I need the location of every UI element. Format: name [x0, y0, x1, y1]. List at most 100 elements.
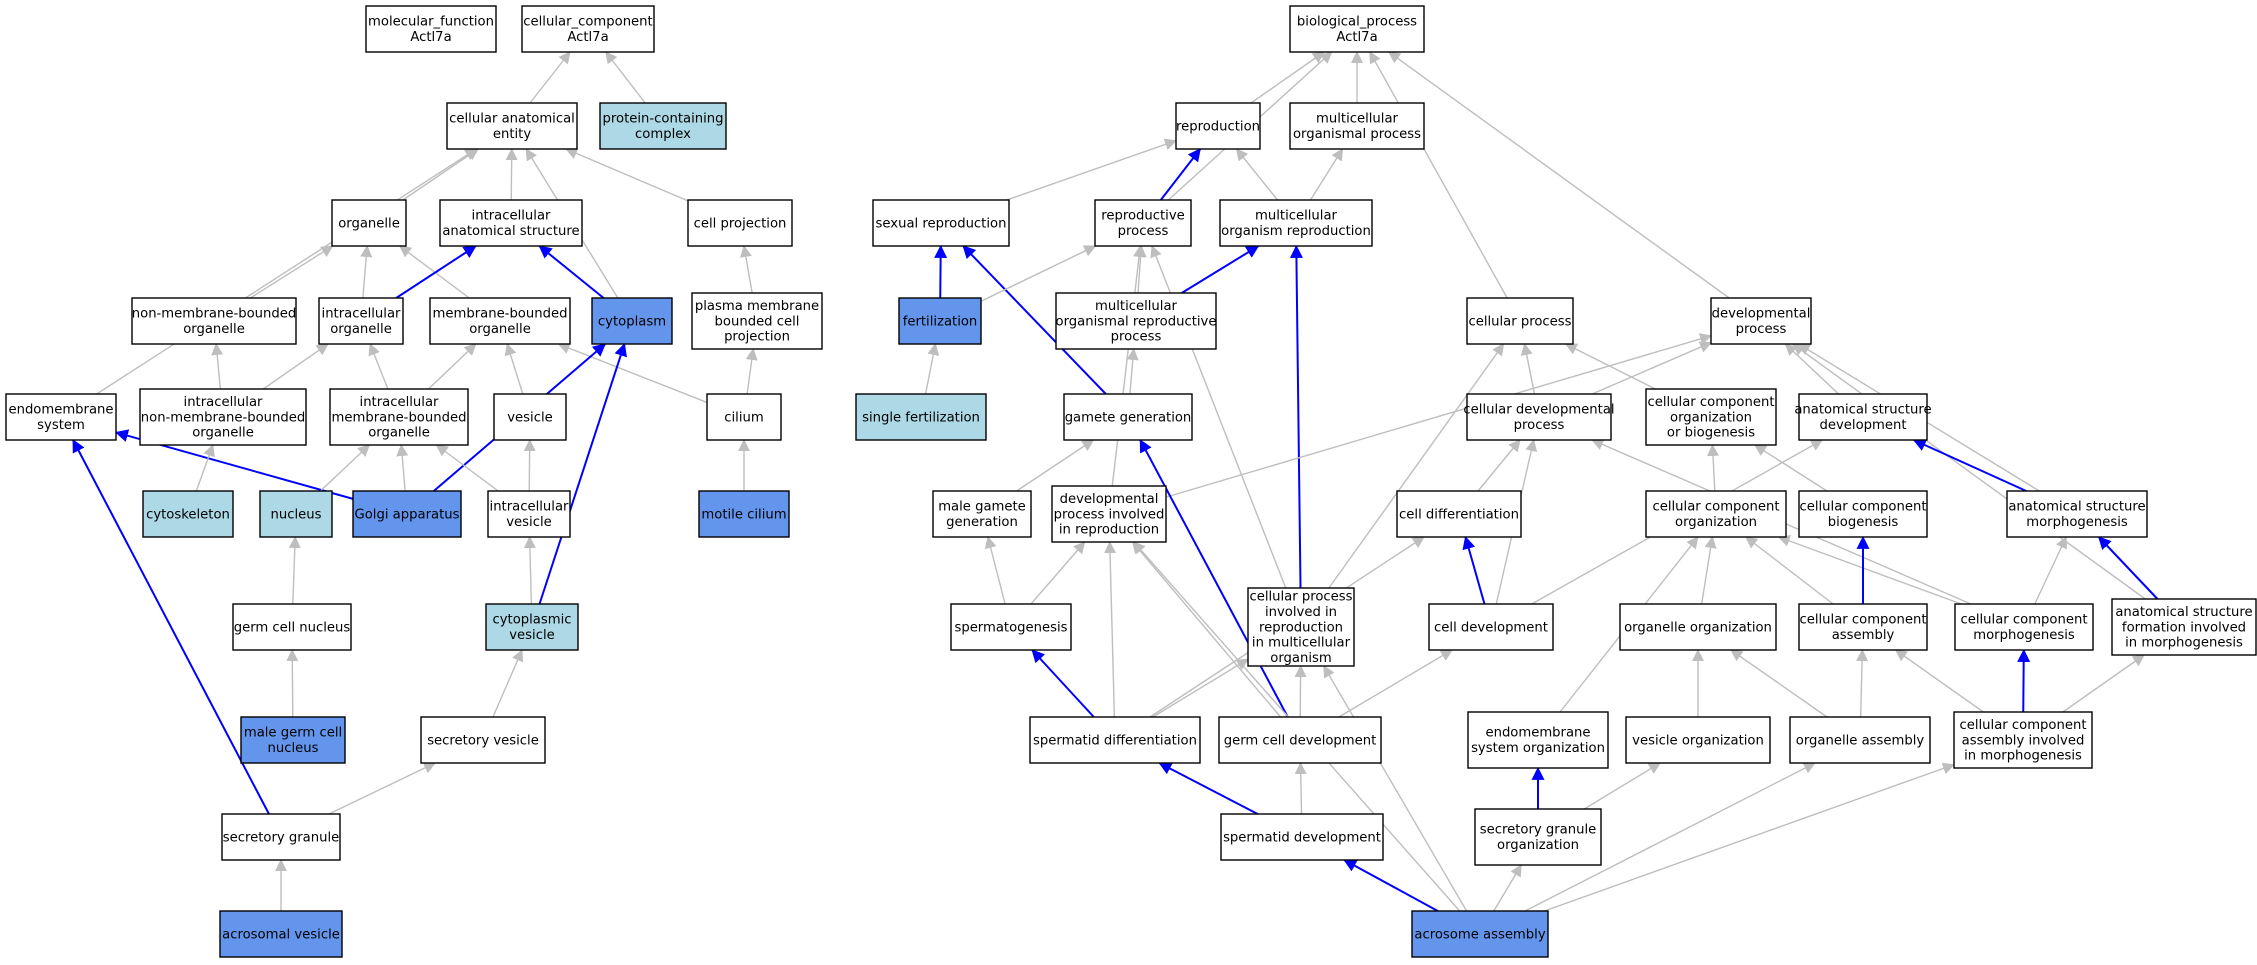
- node-box: [1055, 292, 1217, 350]
- node-orgassem[interactable]: organelle assembly: [1789, 716, 1931, 764]
- node-label-line: membrane-bounded: [332, 410, 467, 425]
- node-gamgen[interactable]: gamete generation: [1063, 393, 1193, 441]
- node-box: [706, 393, 782, 441]
- node-acrves[interactable]: acrosomal vesicle: [219, 910, 343, 958]
- node-golgi[interactable]: Golgi apparatus: [352, 490, 462, 538]
- node-cellproj[interactable]: cell projection: [687, 199, 793, 247]
- node-spdiff[interactable]: spermatid differentiation: [1029, 716, 1201, 764]
- node-inmbo[interactable]: intracellularnon-membrane-boundedorganel…: [139, 388, 307, 446]
- node-label-line: in morphogenesis: [2125, 636, 2243, 651]
- node-celldiff[interactable]: cell differentiation: [1396, 490, 1522, 538]
- node-fert[interactable]: fertilization: [898, 297, 982, 345]
- node-vesicle[interactable]: vesicle: [493, 393, 567, 441]
- node-box: [1175, 102, 1261, 150]
- node-label-line: assembly involved: [1962, 733, 2085, 748]
- edge-fert-to-repproc: [980, 245, 1097, 302]
- node-vesorg[interactable]: vesicle organization: [1625, 716, 1771, 764]
- edge-orgassem-to-orgorg: [1730, 649, 1828, 718]
- node-box: [1474, 808, 1602, 866]
- node-celldev[interactable]: cell development: [1428, 603, 1554, 651]
- node-label-line: cytoplasm: [598, 314, 666, 329]
- edge-acrassem-to-cpir: [1323, 665, 1468, 912]
- node-gcdev[interactable]: germ cell development: [1218, 716, 1382, 764]
- node-cytoskeleton[interactable]: cytoskeleton: [142, 490, 234, 538]
- node-label-line: developmental: [1060, 492, 1159, 507]
- node-spermgen[interactable]: spermatogenesis: [950, 603, 1072, 651]
- node-cytoplasm[interactable]: cytoplasm: [591, 297, 673, 345]
- edge-orgorg-to-ccorg: [1700, 536, 1717, 605]
- node-nucleus[interactable]: nucleus: [259, 490, 333, 538]
- node-orgorg[interactable]: organelle organization: [1619, 603, 1777, 651]
- node-label-line: cellular process: [1468, 314, 1571, 329]
- node-label-line: entity: [493, 127, 531, 142]
- edge-nucleus-to-imbo: [319, 444, 370, 492]
- node-cellproc[interactable]: cellular process: [1466, 297, 1574, 345]
- node-label-line: organismal process: [1293, 127, 1421, 142]
- edge-spermgen-to-dpir: [1030, 541, 1086, 605]
- node-label-line: cytoplasmic: [492, 613, 571, 628]
- node-label-line: reproductive: [1101, 209, 1185, 224]
- node-label-line: single fertilization: [862, 410, 980, 425]
- node-secves[interactable]: secretory vesicle: [420, 716, 546, 764]
- edge-ccmorph-to-ccorg: [1777, 535, 1962, 605]
- node-box: [329, 388, 469, 446]
- node-motcil[interactable]: motile cilium: [698, 490, 790, 538]
- node-organelle[interactable]: organelle: [331, 199, 407, 247]
- node-label-line: cellular component: [1959, 718, 2086, 733]
- node-box: [1289, 102, 1425, 150]
- node-box: [1289, 5, 1425, 53]
- node-repro[interactable]: reproduction: [1175, 102, 1261, 150]
- node-label-line: nucleus: [271, 507, 322, 522]
- node-label-line: formation involved: [2122, 620, 2246, 635]
- node-spdev[interactable]: spermatid development: [1220, 813, 1384, 861]
- node-box: [221, 813, 341, 861]
- node-secgran[interactable]: secretory granule: [221, 813, 341, 861]
- node-box: [352, 490, 462, 538]
- node-box: [1411, 910, 1549, 958]
- node-singfert[interactable]: single fertilization: [855, 393, 987, 441]
- node-gcn[interactable]: germ cell nucleus: [232, 603, 352, 651]
- node-label-line: bounded cell: [715, 314, 800, 329]
- node-acrassem[interactable]: acrosome assembly: [1411, 910, 1549, 958]
- node-sexrep[interactable]: sexual reproduction: [872, 199, 1010, 247]
- edge-pmbcp-to-cellproj: [739, 245, 753, 294]
- node-cilium[interactable]: cilium: [706, 393, 782, 441]
- node-label-line: vesicle: [506, 515, 551, 530]
- node-label-line: complex: [635, 127, 691, 142]
